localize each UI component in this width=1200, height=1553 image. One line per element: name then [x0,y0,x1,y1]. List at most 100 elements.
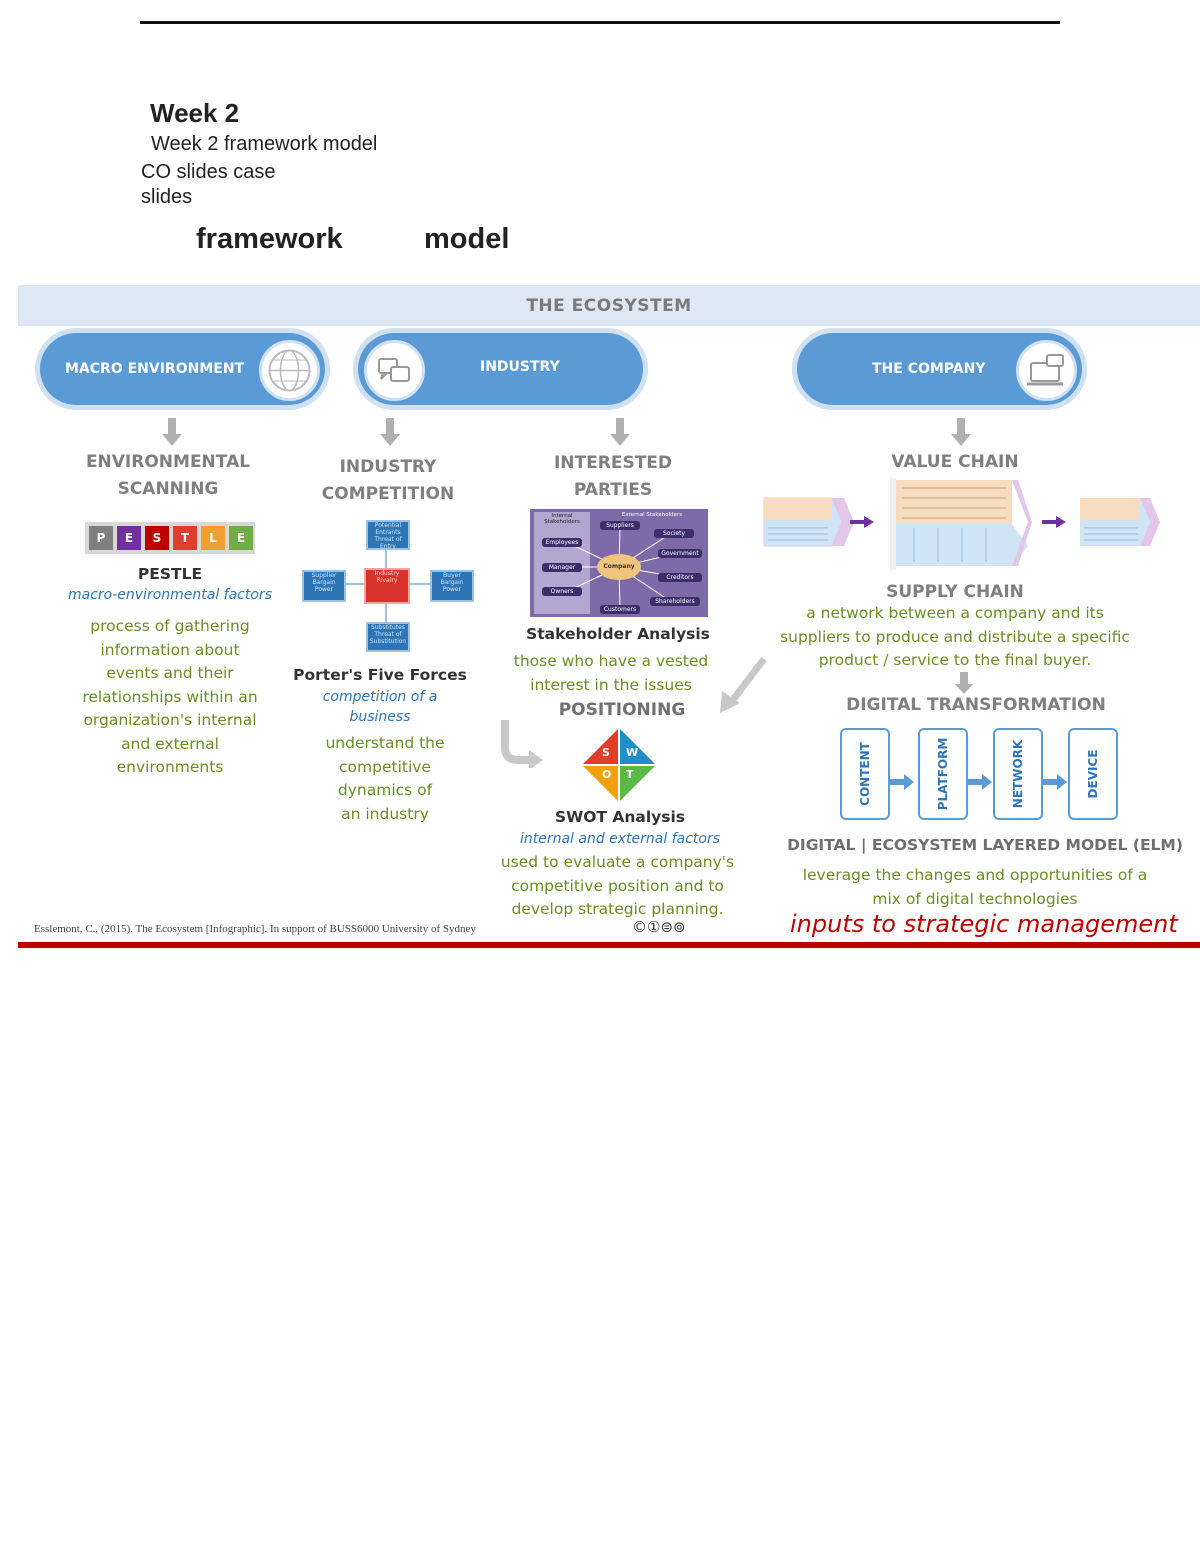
globe-icon [259,340,320,401]
stakeholder-node: Employees [542,538,582,547]
pestle-description: process of gathering information about e… [55,615,285,780]
heading-line: INTERESTED [553,453,673,473]
swot-w: W [626,746,639,759]
elm-content-box: CONTENT [840,728,890,820]
doc-line-1: Week 2 framework model [151,133,378,155]
pestle-letter-tile: E [117,526,141,550]
company-node: Company [603,563,635,570]
digital-transformation-heading: DIGITAL TRANSFORMATION [846,695,1106,715]
desc-line: competitive position and to [511,876,724,895]
elm-network-box: NETWORK [993,728,1043,820]
heading-line: INDUSTRY [339,457,437,477]
force-rivalry: Industry Rivalry [364,568,410,604]
stakeholder-node: Owners [542,587,582,596]
desc-line: information about [100,640,240,659]
swot-t: T [626,768,634,781]
stakeholder-node: Shareholders [650,597,700,606]
desc-line: competitive [339,757,431,776]
page-title: Week 2 [150,98,240,128]
elm-device-label: DEVICE [1086,749,1100,799]
desc-line: events and their [106,664,234,682]
industry-pill: INDUSTRY [358,333,643,405]
model-word: model [424,223,510,255]
stakeholder-title: Stakeholder Analysis [526,625,710,643]
desc-line: mix of digital technologies [872,889,1078,908]
stakeholder-diagram: Internal Stakeholders External Stakehold… [530,509,708,617]
company-label: THE COMPANY [872,361,986,377]
subtitle-line: competition of a [322,689,438,705]
desc-line: relationships within an [82,687,258,706]
right-arrow-icon [1043,774,1067,790]
industry-label: INDUSTRY [480,359,560,375]
creative-commons-icon: ©①⊜⊚ [632,918,686,936]
desc-line: used to evaluate a company's [500,853,735,871]
force-buyers: Buyer Bargain Power [430,570,474,602]
pestle-title: PESTLE [137,565,203,583]
subtitle-line: business [349,709,411,725]
top-rule [140,21,1060,24]
macro-environment-label: MACRO ENVIRONMENT [65,361,245,377]
swot-title: SWOT Analysis [554,808,686,826]
elm-title: DIGITAL | ECOSYSTEM LAYERED MODEL (ELM) [787,836,1183,854]
pestle-subtitle: macro-environmental factors [68,587,272,603]
swot-o: O [602,768,612,781]
swot-quadrants [582,728,656,802]
interested-parties-heading: INTERESTED PARTIES [505,450,721,504]
diagonal-arrow-icon [720,656,767,713]
elm-platform-box: PLATFORM [918,728,968,820]
heading-line: COMPETITION [321,484,455,504]
ecosystem-banner [18,285,1200,326]
desc-line: organization's internal [83,711,257,729]
doc-line-3: slides [141,186,193,208]
elm-description: leverage the changes and opportunities o… [780,864,1170,911]
heading-line: ENVIRONMENTAL [85,452,251,472]
desc-line: dynamics of [337,781,433,799]
down-arrow-icon [162,418,182,446]
porters-five-forces-diagram: Potential Entrants Threat of Entry Suppl… [300,518,475,653]
environmental-scanning-heading: ENVIRONMENTAL SCANNING [60,449,276,503]
down-arrow-icon [951,418,971,446]
right-arrow-icon [890,774,914,790]
framework-word: framework [196,223,343,255]
inputs-to-strategic-management: inputs to strategic management [790,910,1178,938]
right-arrow-icon [968,774,992,790]
swot-s: S [602,746,610,759]
porters-description: understand the competitive dynamics of a… [275,732,495,826]
down-arrow-icon [610,418,630,446]
value-chain-diagram [762,478,1162,570]
value-chain-heading: VALUE CHAIN [891,452,1019,472]
desc-line: interest in the issues [530,675,692,694]
citation: Esslemont, C., (2015). The Ecosystem [In… [34,923,476,935]
stakeholder-node: Creditors [658,573,702,582]
chat-bubbles-icon [364,340,425,401]
external-label: External Stakeholders [621,512,683,518]
heading-line: SCANNING [117,479,219,499]
desc-line: process of gathering [90,617,250,635]
porters-subtitle: competition of a business [270,687,490,727]
swot-subtitle: internal and external factors [519,831,721,847]
pestle-letter-tile: E [229,526,253,550]
pestle-letter-tile: L [201,526,225,550]
desc-line: those who have a vested [513,652,709,670]
stakeholder-node: Suppliers [600,521,640,530]
desc-line: develop strategic planning. [511,900,724,918]
supply-chain-description: a network between a company and its supp… [770,602,1140,673]
doc-line-2: CO slides case [141,161,276,183]
down-arrow-icon [380,418,400,446]
heading-line: PARTIES [573,480,653,500]
desc-line: an industry [341,804,429,823]
positioning-heading: POSITIONING [558,700,686,720]
supply-chain-heading: SUPPLY CHAIN [886,582,1024,602]
force-suppliers: Supplier Bargain Power [302,570,346,602]
pestle-letter-tile: S [145,526,169,550]
desc-line: leverage the changes and opportunities o… [802,866,1148,884]
stakeholder-node: Society [654,529,694,538]
pestle-letter-tile: P [89,526,113,550]
ecosystem-title: THE ECOSYSTEM [526,296,692,316]
pestle-letter-tile: T [173,526,197,550]
red-footer-bar [18,942,1200,948]
swot-description: used to evaluate a company's competitive… [490,851,745,922]
internal-label: Internal Stakeholders [544,513,580,525]
curved-arrow-icon [501,720,543,768]
